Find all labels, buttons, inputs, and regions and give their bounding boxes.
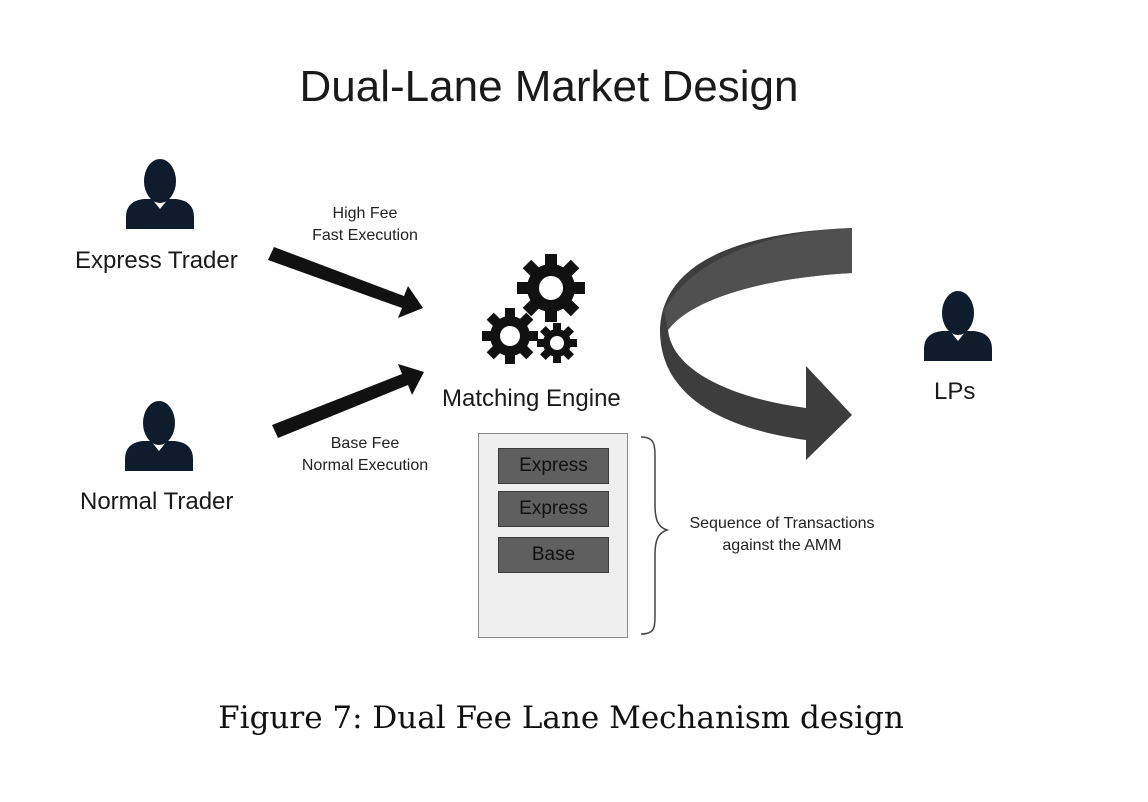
queue-item-express-1: Express bbox=[498, 448, 609, 484]
high-fee-line2: Fast Execution bbox=[312, 227, 418, 244]
base-fee-arrow bbox=[272, 364, 424, 438]
base-fee-line2: Normal Execution bbox=[301, 457, 429, 474]
high-fee-line1: High Fee bbox=[332, 205, 398, 222]
base-fee-line1: Base Fee bbox=[330, 435, 400, 452]
curved-arrow bbox=[660, 228, 852, 460]
matching-engine-label: Matching Engine bbox=[442, 385, 621, 412]
queue-item-base: Base bbox=[498, 537, 609, 573]
lps-icon bbox=[924, 291, 992, 361]
normal-trader-label: Normal Trader bbox=[80, 488, 234, 515]
sequence-label: Sequence of Transactions against the AMM bbox=[672, 513, 892, 557]
base-fee-label: Base Fee Normal Execution bbox=[290, 433, 440, 477]
sequence-brace bbox=[640, 436, 670, 635]
express-trader-icon bbox=[126, 159, 194, 229]
express-trader-label: Express Trader bbox=[75, 247, 238, 274]
normal-trader-icon bbox=[125, 401, 193, 471]
figure-caption: Figure 7: Dual Fee Lane Mechanism design bbox=[218, 700, 904, 736]
queue-item-express-2: Express bbox=[498, 491, 609, 527]
transaction-queue: Express Express Base bbox=[478, 433, 628, 638]
high-fee-arrow bbox=[268, 247, 423, 318]
gears-icon bbox=[482, 254, 585, 364]
lps-label: LPs bbox=[934, 378, 976, 405]
diagram-title: Dual-Lane Market Design bbox=[299, 62, 799, 111]
sequence-label-line1: Sequence of Transactions bbox=[689, 515, 875, 532]
sequence-label-line2: against the AMM bbox=[722, 537, 842, 554]
high-fee-label: High Fee Fast Execution bbox=[295, 203, 435, 247]
